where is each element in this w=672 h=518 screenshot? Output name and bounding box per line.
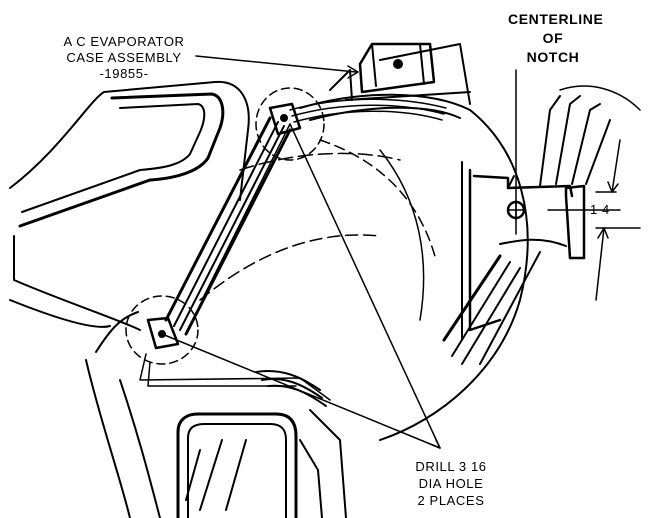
evaporator-case-label: A C EVAPORATOR CASE ASSEMBLY -19855- (44, 34, 204, 82)
centerline-label-line-3: NOTCH (526, 49, 580, 65)
dimension-label: 1 4 (590, 202, 610, 217)
drill-label-line-3: 2 PLACES (417, 493, 485, 508)
evaporator-label-line-2: CASE ASSEMBLY (66, 50, 182, 65)
left-duct-outline (9, 80, 250, 331)
drill-hole-label: DRILL 3 16 DIA HOLE 2 PLACES (398, 458, 504, 509)
drill-label-line-1: DRILL 3 16 (415, 459, 487, 474)
diagonal-seam (164, 116, 292, 336)
centerline-label-line-1: CENTERLINE (508, 11, 604, 27)
centerline-of-notch-label: CENTERLINE OF NOTCH (508, 10, 604, 67)
evaporator-label-line-1: A C EVAPORATOR (63, 34, 185, 49)
evaporator-label-line-3: -19855- (99, 66, 149, 81)
case-top-ribs (289, 98, 447, 123)
housing-lower-curve (85, 311, 161, 518)
upper-drill-location (255, 87, 325, 161)
drill-label-line-2: DIA HOLE (418, 476, 484, 491)
leader-lines (161, 55, 441, 449)
top-mounting-bracket (358, 42, 436, 94)
lower-drill-location (125, 295, 331, 407)
centerline-label-line-2: OF (542, 30, 564, 46)
notch-detail-view (442, 69, 641, 365)
blower-scroll (199, 43, 529, 441)
lower-opening (176, 409, 347, 518)
